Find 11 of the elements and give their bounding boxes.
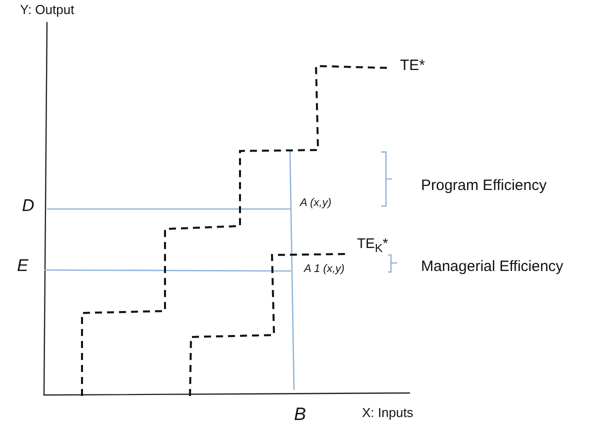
curve-label: TE* <box>400 58 426 74</box>
point-label: D <box>22 197 34 216</box>
axis-label: Y: Output <box>20 3 74 18</box>
curve-label: TE$_{K}$* <box>357 236 388 256</box>
brace-label: Program Efficiency <box>421 178 547 194</box>
point-label: B <box>294 405 306 425</box>
point-label: A (x,y) <box>300 197 332 210</box>
point-label: A 1 (x,y) <box>304 263 345 276</box>
axis-label: X: Inputs <box>362 406 414 420</box>
brace-label: Managerial Efficiency <box>421 259 564 276</box>
point-label: E <box>17 257 28 276</box>
